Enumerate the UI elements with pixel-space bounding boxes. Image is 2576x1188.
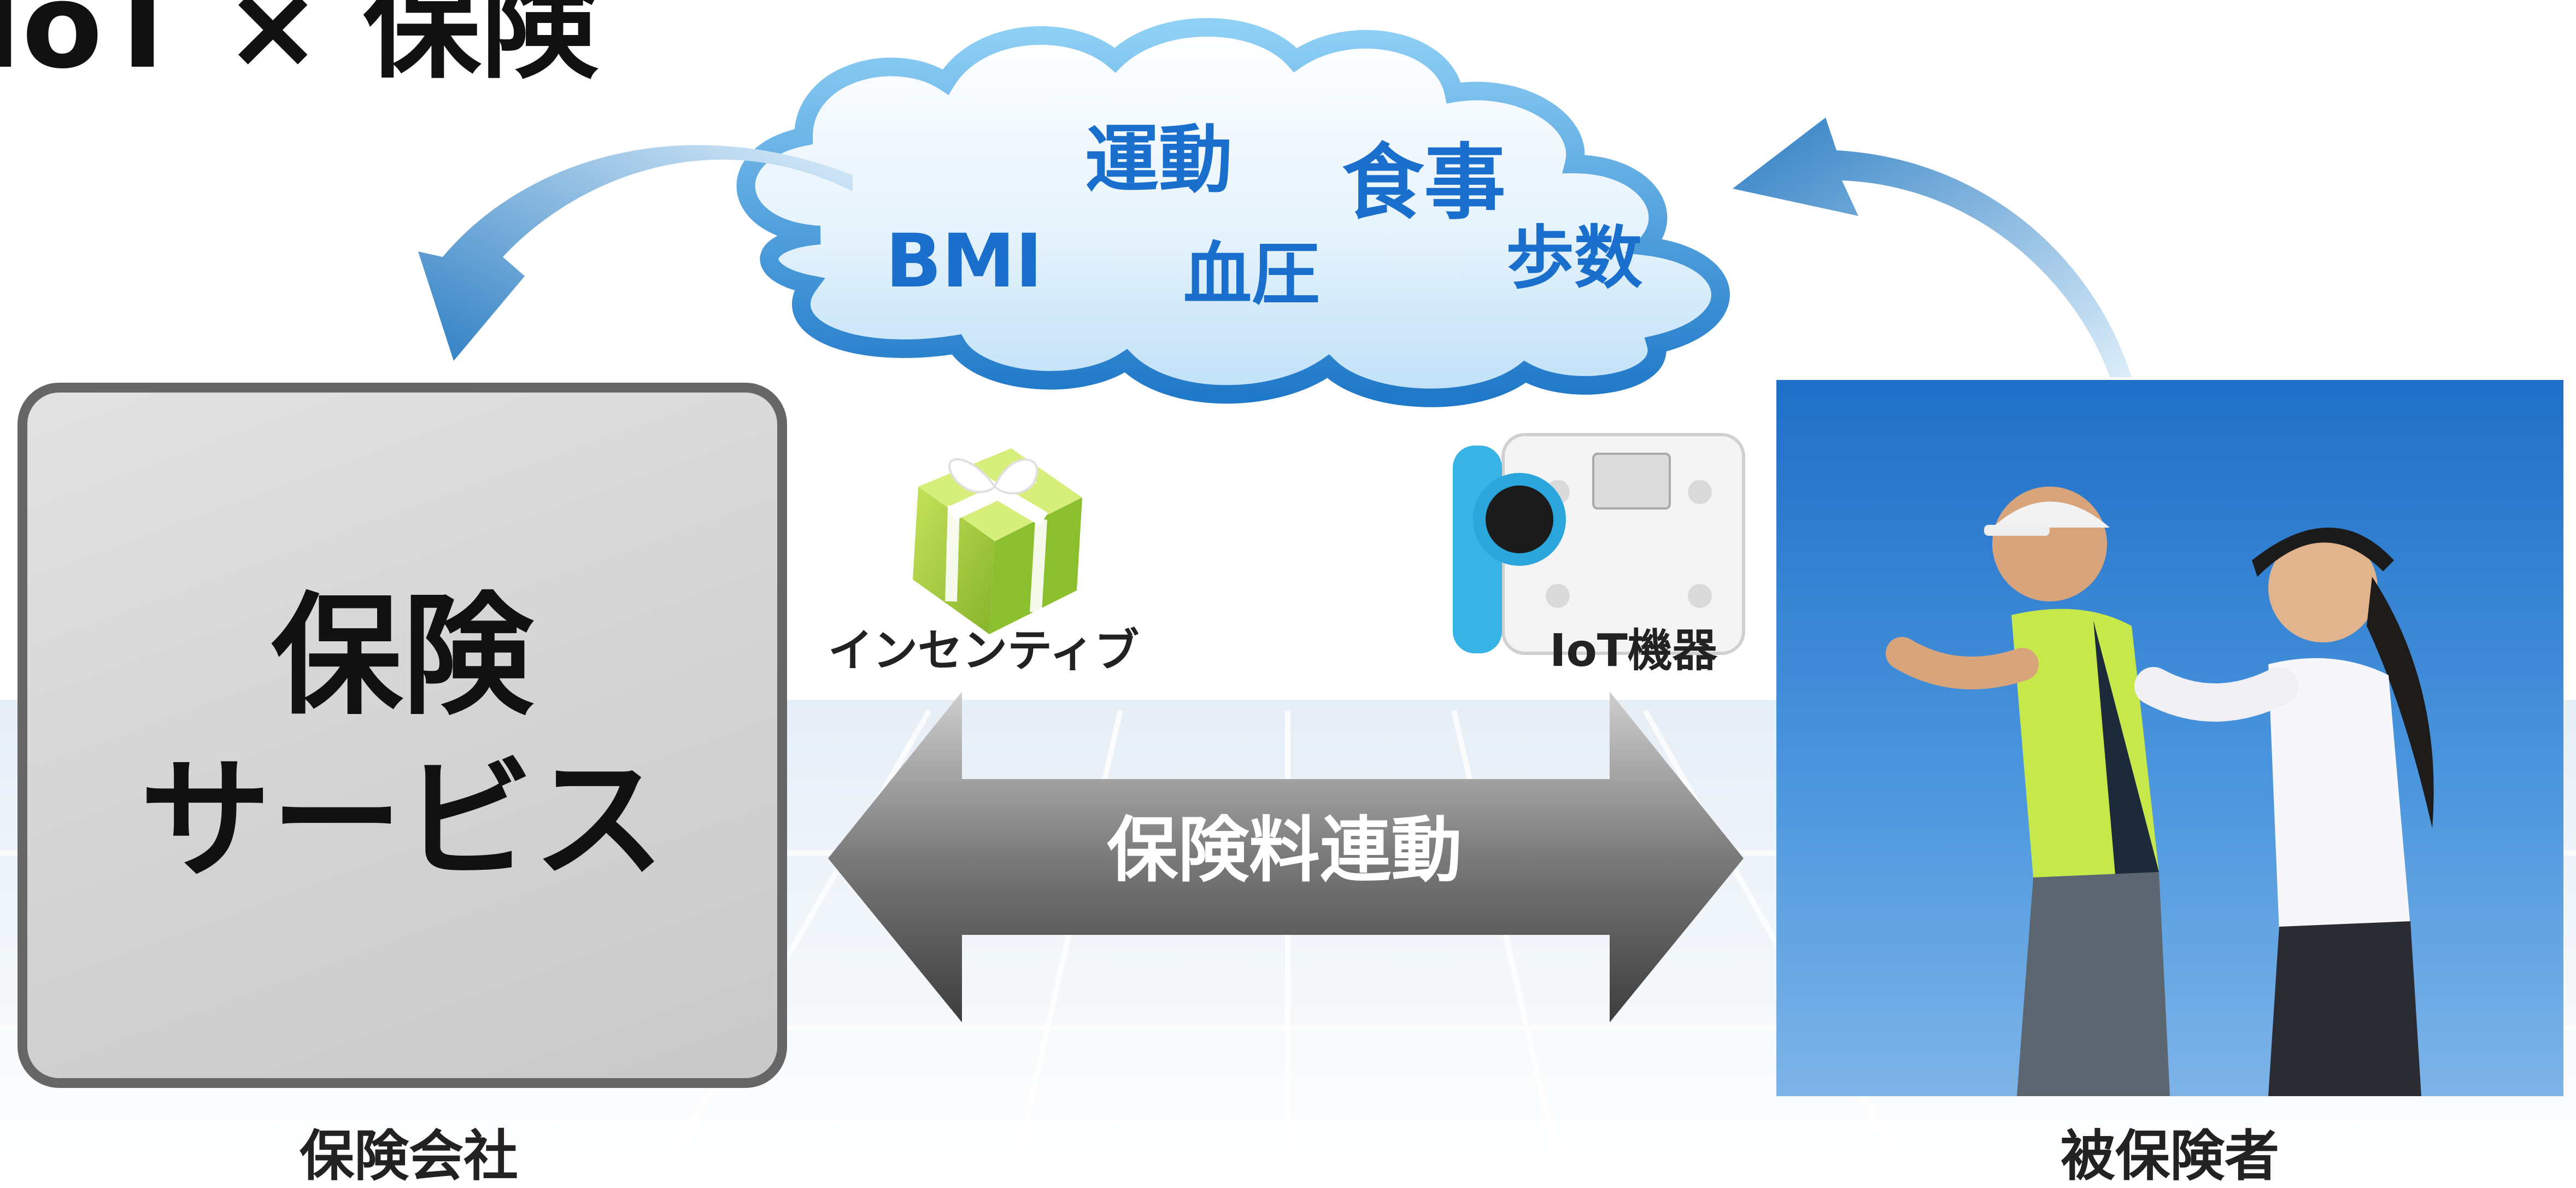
insurance-service-label: 保険 サービス bbox=[17, 574, 787, 902]
premium-double-arrow bbox=[828, 692, 1744, 1022]
service-label-line2: サービス bbox=[139, 744, 665, 897]
insured-caption: 被保険者 bbox=[2061, 1124, 2279, 1188]
gift-box-icon bbox=[913, 448, 1082, 634]
service-label-line1: 保険 bbox=[271, 580, 533, 733]
data-to-insurer-arrow bbox=[418, 145, 853, 361]
insurance-service-box bbox=[17, 383, 787, 1088]
premium-linkage-label: 保険料連動 bbox=[1106, 809, 1462, 892]
smartwatch-scale-icon bbox=[1453, 433, 1745, 655]
page-title: IoT × 保険 bbox=[0, 0, 598, 95]
runners-photo bbox=[1776, 380, 2563, 1096]
insurer-caption: 保険会社 bbox=[300, 1124, 518, 1188]
cloud-word-blood-pressure: 血圧 bbox=[1183, 235, 1320, 314]
runners-illustration bbox=[1886, 487, 2434, 1096]
cloud-word-diet: 食事 bbox=[1342, 136, 1506, 231]
cloud-word-exercise: 運動 bbox=[1085, 117, 1233, 203]
cloud-word-bmi: BMI bbox=[885, 218, 1043, 304]
data-cloud bbox=[736, 18, 1730, 407]
incentive-label: インセンティブ bbox=[828, 625, 1140, 677]
data-from-insured-arrow bbox=[1733, 118, 2132, 377]
cloud-word-steps: 歩数 bbox=[1506, 219, 1642, 298]
iot-device-label: IoT機器 bbox=[1550, 625, 1717, 677]
